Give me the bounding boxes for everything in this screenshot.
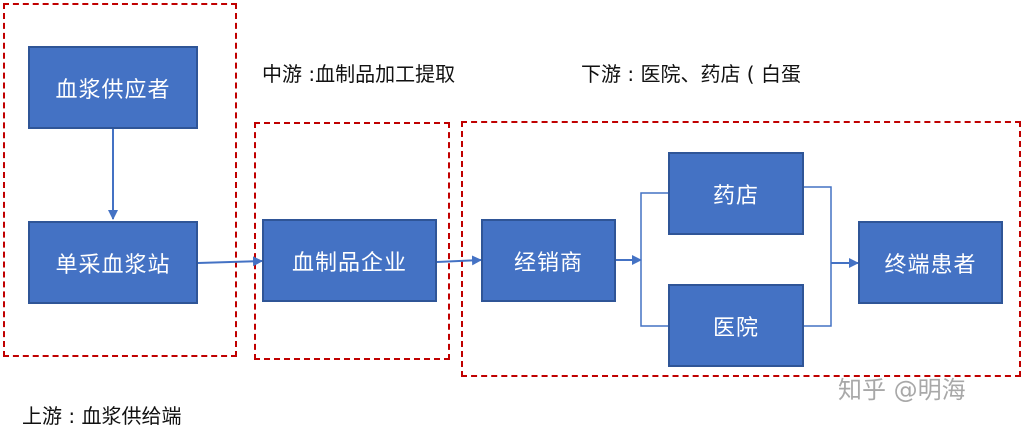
- node-hospital: 医院: [668, 284, 804, 367]
- node-blood-product-company: 血制品企业: [262, 219, 437, 302]
- arrow-company-to-distributor: [436, 255, 482, 266]
- watermark-text: 知乎 @明海: [838, 376, 966, 404]
- node-pharmacy: 药店: [668, 152, 804, 235]
- node-end-patient: 终端患者: [858, 221, 1003, 304]
- midstream-caption: 中游 :血制品加工提取: [262, 62, 456, 86]
- downstream-group-frame: [461, 121, 1021, 377]
- upstream-caption: 上游 : 血浆供给端: [22, 404, 182, 428]
- arrow-station-to-company: [197, 256, 263, 267]
- bracket-branch-left: [640, 192, 668, 327]
- node-plasma-station: 单采血浆站: [28, 221, 198, 304]
- node-distributor: 经销商: [481, 219, 616, 302]
- downstream-caption: 下游 : 医院、药店 ( 白蛋: [581, 62, 801, 86]
- node-plasma-donor: 血浆供应者: [28, 46, 198, 129]
- bracket-branch-right: [804, 186, 832, 327]
- midstream-group-frame: [254, 122, 450, 360]
- upstream-group-frame: [3, 3, 237, 357]
